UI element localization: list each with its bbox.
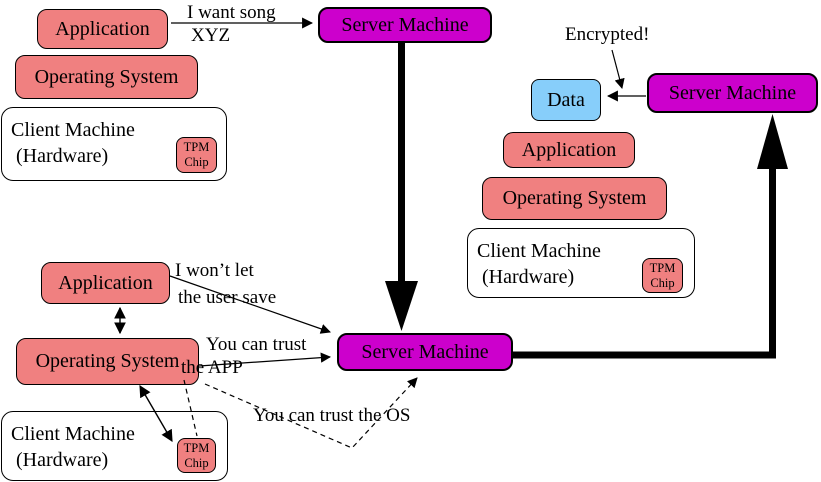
tpm-line2: Chip [184,155,209,169]
client-machine-label: Client Machine (Hardware) [2,108,135,169]
tpm-line2: Chip [650,275,675,290]
request-text-line1: I want song [187,2,276,23]
trust-os-text: You can trust the OS [253,405,411,426]
server-machine-top: Server Machine [318,7,492,43]
os-box-bottom-left: Operating System [16,338,199,385]
trust-app-text-line1: You can trust [206,334,307,355]
tpm-line2: Chip [184,455,209,470]
client-machine-line1: Client Machine [11,119,135,141]
server-machine-bottom: Server Machine [337,333,513,371]
tpm-line1: TPM [649,260,676,275]
application-box-top-left: Application [37,9,168,49]
application-box-bottom-left: Application [41,262,170,304]
client-machine-line1: Client Machine [477,240,601,262]
client-machine-label: Client Machine (Hardware) [468,229,601,290]
client-machine-line1: Client Machine [11,423,135,445]
thick-download-arrow [385,43,418,331]
os-box-right: Operating System [482,177,667,220]
tpm-chip-top-left: TPM Chip [176,137,217,173]
client-machine-line2: (Hardware) [16,449,109,471]
encrypted-pointer-arrow [611,49,625,89]
tpm-chip-bottom-left: TPM Chip [177,438,216,473]
client-machine-line2: (Hardware) [16,145,109,167]
tpm-line1: TPM [183,440,210,455]
server-machine-right: Server Machine [647,73,818,113]
os-box-top-left: Operating System [15,55,198,99]
client-machine-label: Client Machine (Hardware) [2,412,135,473]
tpm-line1: TPM [183,140,210,154]
request-text-line2: XYZ [191,25,231,46]
tpm-chip-right: TPM Chip [642,258,683,293]
client-machine-line2: (Hardware) [482,266,575,288]
trust-app-text-line2: the APP [181,357,243,378]
wont-let-text-line2: the user save [178,287,277,308]
encrypted-label: Encrypted! [565,24,650,45]
data-box: Data [531,79,601,121]
wont-let-text-line1: I won’t let [175,260,254,281]
application-box-right: Application [503,132,635,168]
